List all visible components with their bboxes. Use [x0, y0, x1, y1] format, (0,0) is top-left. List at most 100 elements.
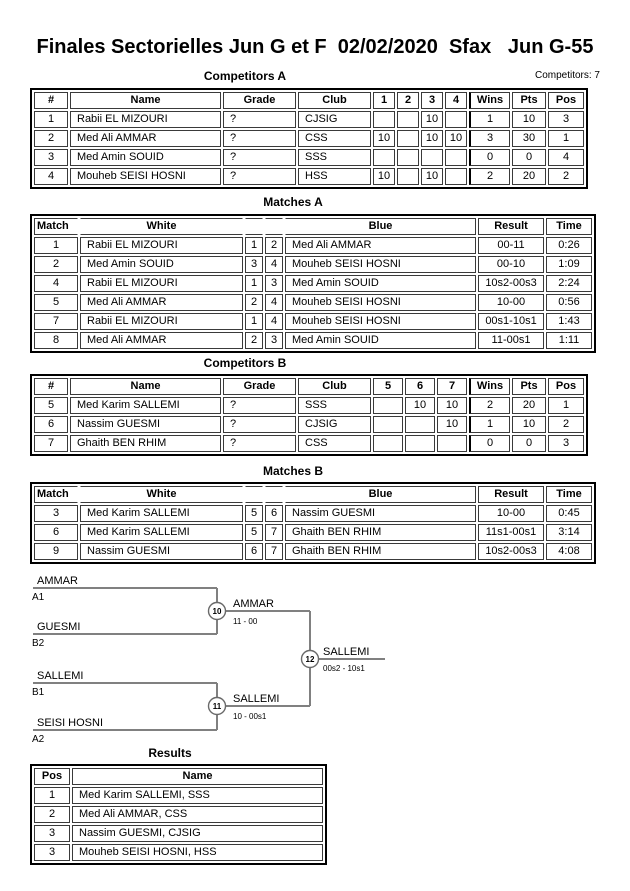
section-title-results: Results	[148, 746, 192, 760]
cell: 1	[548, 130, 584, 147]
cell: Med Ali AMMAR	[80, 294, 243, 311]
cell	[397, 130, 419, 147]
cell	[405, 416, 435, 433]
cell: 2	[34, 256, 78, 273]
cell: 6	[34, 416, 68, 433]
cell: 3	[548, 111, 584, 128]
match-number: 11	[213, 702, 222, 711]
cell: 1	[34, 111, 68, 128]
cell: Nassim GUESMI, CJSIG	[72, 825, 323, 842]
match-number: 12	[306, 655, 315, 664]
bracket-score: 11 - 00	[233, 617, 258, 626]
cell: 2	[469, 168, 510, 185]
section-title-matches-a: Matches A	[263, 195, 323, 209]
cell: 3	[34, 825, 70, 842]
column-header: Time	[546, 218, 592, 235]
column-header: Blue	[285, 218, 476, 235]
cell: 1	[548, 397, 584, 414]
bracket-player: AMMAR	[37, 575, 78, 587]
cell: 6	[34, 524, 78, 541]
cell: 11s1-00s1	[478, 524, 544, 541]
cell: 10s2-00s3	[478, 543, 544, 560]
cell: Rabii EL MIZOURI	[80, 313, 243, 330]
cell: 20	[512, 397, 546, 414]
cell: 10	[373, 130, 395, 147]
cell: 2	[548, 168, 584, 185]
column-header: 1	[373, 92, 395, 109]
cell: 3:14	[546, 524, 592, 541]
competitors-count: Competitors: 7	[534, 70, 600, 81]
cell: Med Amin SOUID	[70, 149, 221, 166]
column-header: 6	[405, 378, 435, 395]
cell: Med Karim SALLEMI	[80, 524, 243, 541]
cell: 00-11	[478, 237, 544, 254]
cell: SSS	[298, 397, 371, 414]
section-title-competitors-b: Competitors B	[203, 356, 287, 370]
cell: 10	[405, 397, 435, 414]
bracket-seed: A2	[32, 734, 45, 745]
column-header	[245, 218, 263, 235]
cell: CJSIG	[298, 416, 371, 433]
cell: Med Karim SALLEMI	[80, 505, 243, 522]
cell: 10-00	[478, 294, 544, 311]
bracket-score: 10 - 00s1	[233, 712, 267, 721]
cell: 6	[245, 543, 263, 560]
cell: 11-00s1	[478, 332, 544, 349]
cell: 1	[245, 275, 263, 292]
cell: 10	[437, 397, 467, 414]
cell: 10	[437, 416, 467, 433]
column-header: Pts	[512, 92, 546, 109]
cell: 10	[421, 111, 443, 128]
cell: Nassim GUESMI	[285, 505, 476, 522]
cell: ?	[223, 416, 296, 433]
cell: 20	[512, 168, 546, 185]
cell: 1	[469, 111, 510, 128]
elimination-bracket: 10 11 12 AMMAR A1 GUESMI B2 AMMAR 11 - 0…	[32, 575, 385, 745]
cell	[397, 149, 419, 166]
cell: 4	[548, 149, 584, 166]
cell: 4:08	[546, 543, 592, 560]
cell: 3	[548, 435, 584, 452]
bracket-player: SALLEMI	[37, 670, 83, 682]
cell	[445, 168, 467, 185]
bracket-seed: A1	[32, 592, 45, 603]
column-header: Result	[478, 486, 544, 503]
column-header: Name	[70, 92, 221, 109]
cell: 7	[265, 524, 283, 541]
cell: 10	[445, 130, 467, 147]
cell: 1	[34, 237, 78, 254]
column-header: Wins	[469, 92, 510, 109]
cell: 5	[245, 505, 263, 522]
cell: 7	[34, 435, 68, 452]
cell: 10	[421, 168, 443, 185]
cell: 2	[34, 806, 70, 823]
cell: ?	[223, 435, 296, 452]
bracket-winner: AMMAR	[233, 598, 274, 610]
cell: SSS	[298, 149, 371, 166]
cell: Nassim GUESMI	[70, 416, 221, 433]
cell: 3	[265, 332, 283, 349]
page-title: Finales Sectorielles Jun G et F 02/02/20…	[36, 36, 594, 58]
cell: 10	[512, 111, 546, 128]
cell	[445, 149, 467, 166]
match-number: 10	[213, 607, 222, 616]
cell: 1	[34, 787, 70, 804]
cell	[445, 111, 467, 128]
cell	[373, 435, 403, 452]
cell: ?	[223, 130, 296, 147]
column-header: Club	[298, 92, 371, 109]
